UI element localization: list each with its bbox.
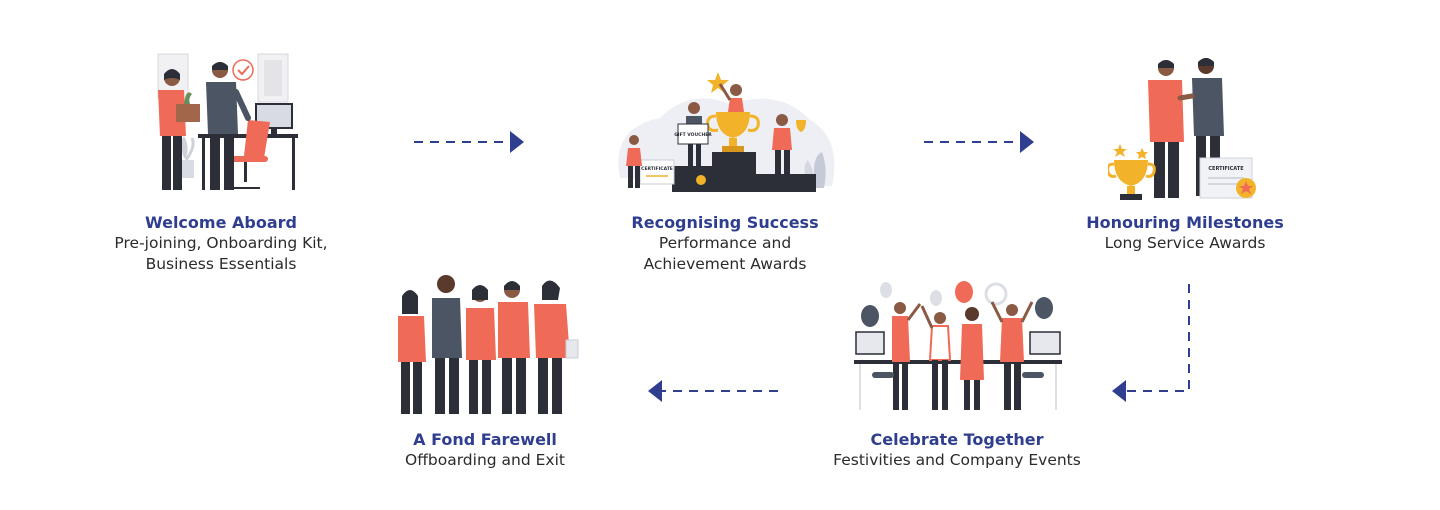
stage-honouring-milestones: Honouring Milestones Long Service Awards — [1025, 212, 1345, 254]
stage-description: Festivities and Company Events — [833, 451, 1081, 469]
certificate-text: CERTIFICATE — [1208, 166, 1244, 172]
stage-welcome-aboard: Welcome Aboard Pre-joining, Onboarding K… — [61, 212, 381, 275]
arrow-celebrate-to-farewell — [648, 380, 778, 402]
stage-title: Recognising Success — [631, 213, 819, 232]
stage-title: Celebrate Together — [870, 430, 1044, 449]
fond-farewell-illustration — [398, 275, 579, 414]
recognising-success-illustration: GIFT VOUCHER CERTIFICATE — [618, 72, 835, 192]
honouring-milestones-illustration: CERTIFICATE — [1108, 58, 1256, 200]
stage-fond-farewell: A Fond Farewell Offboarding and Exit — [325, 429, 645, 471]
stage-description: Long Service Awards — [1104, 234, 1266, 252]
stage-description: Performance and Achievement Awards — [643, 234, 807, 273]
welcome-aboard-illustration — [157, 53, 298, 190]
stage-description: Pre-joining, Onboarding Kit, Business Es… — [114, 234, 328, 273]
arrow-honouring-to-celebrate — [1112, 284, 1190, 402]
arrow-recognising-to-honouring — [924, 131, 1034, 153]
stage-title: A Fond Farewell — [413, 430, 557, 449]
celebrate-together-illustration — [854, 281, 1062, 410]
arrow-welcome-to-recognising — [414, 131, 524, 153]
stage-description: Offboarding and Exit — [405, 451, 565, 469]
voucher-text: GIFT VOUCHER — [674, 132, 712, 138]
stage-celebrate-together: Celebrate Together Festivities and Compa… — [797, 429, 1117, 471]
stage-title: Welcome Aboard — [145, 213, 297, 232]
stage-recognising-success: Recognising Success Performance and Achi… — [565, 212, 885, 275]
stage-title: Honouring Milestones — [1086, 213, 1284, 232]
certificate-text: CERTIFICATE — [641, 166, 673, 172]
